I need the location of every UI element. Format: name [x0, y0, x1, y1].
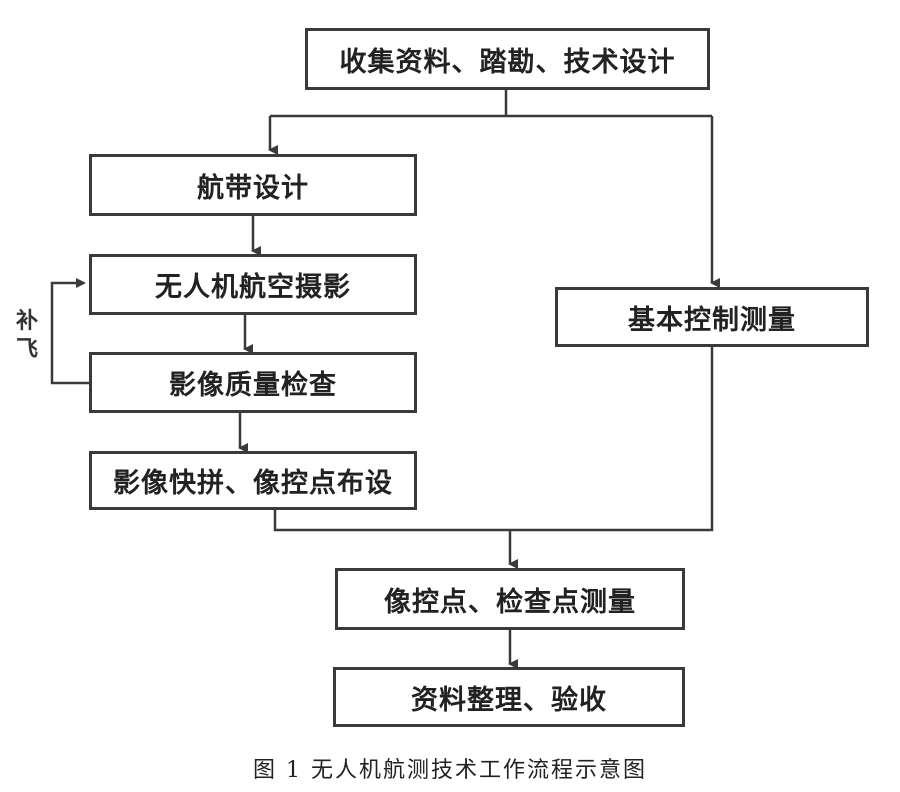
node-flight-design-label: 航带设计: [197, 172, 309, 204]
figure-caption: 图 1 无人机航测技术工作流程示意图: [253, 758, 647, 783]
node-image-check: 影像质量检查: [89, 352, 417, 413]
node-point-survey-label: 像控点、检查点测量: [384, 586, 636, 618]
node-final-label: 资料整理、验收: [411, 684, 607, 716]
node-basic-control: 基本控制测量: [555, 287, 869, 347]
node-uav-photo: 无人机航空摄影: [89, 254, 417, 315]
node-basic-control-label: 基本控制测量: [628, 304, 796, 336]
loop-reflight: [50, 278, 89, 385]
connector-mosaic-merge: [273, 345, 714, 532]
connector-collect-split: [270, 88, 712, 118]
node-quick-mosaic-label: 影像快拼、像控点布设: [113, 468, 393, 499]
node-uav-photo-label: 无人机航空摄影: [155, 272, 351, 303]
node-image-check-label: 影像质量检查: [169, 370, 337, 401]
node-flight-design: 航带设计: [89, 154, 417, 216]
node-quick-mosaic: 影像快拼、像控点布设: [89, 451, 417, 510]
node-collect: 收集资料、踏勘、技术设计: [305, 28, 710, 90]
node-point-survey: 像控点、检查点测量: [335, 568, 685, 630]
loop-label: 补飞: [15, 309, 38, 362]
node-collect-label: 收集资料、踏勘、技术设计: [339, 46, 676, 78]
node-final: 资料整理、验收: [333, 667, 685, 727]
